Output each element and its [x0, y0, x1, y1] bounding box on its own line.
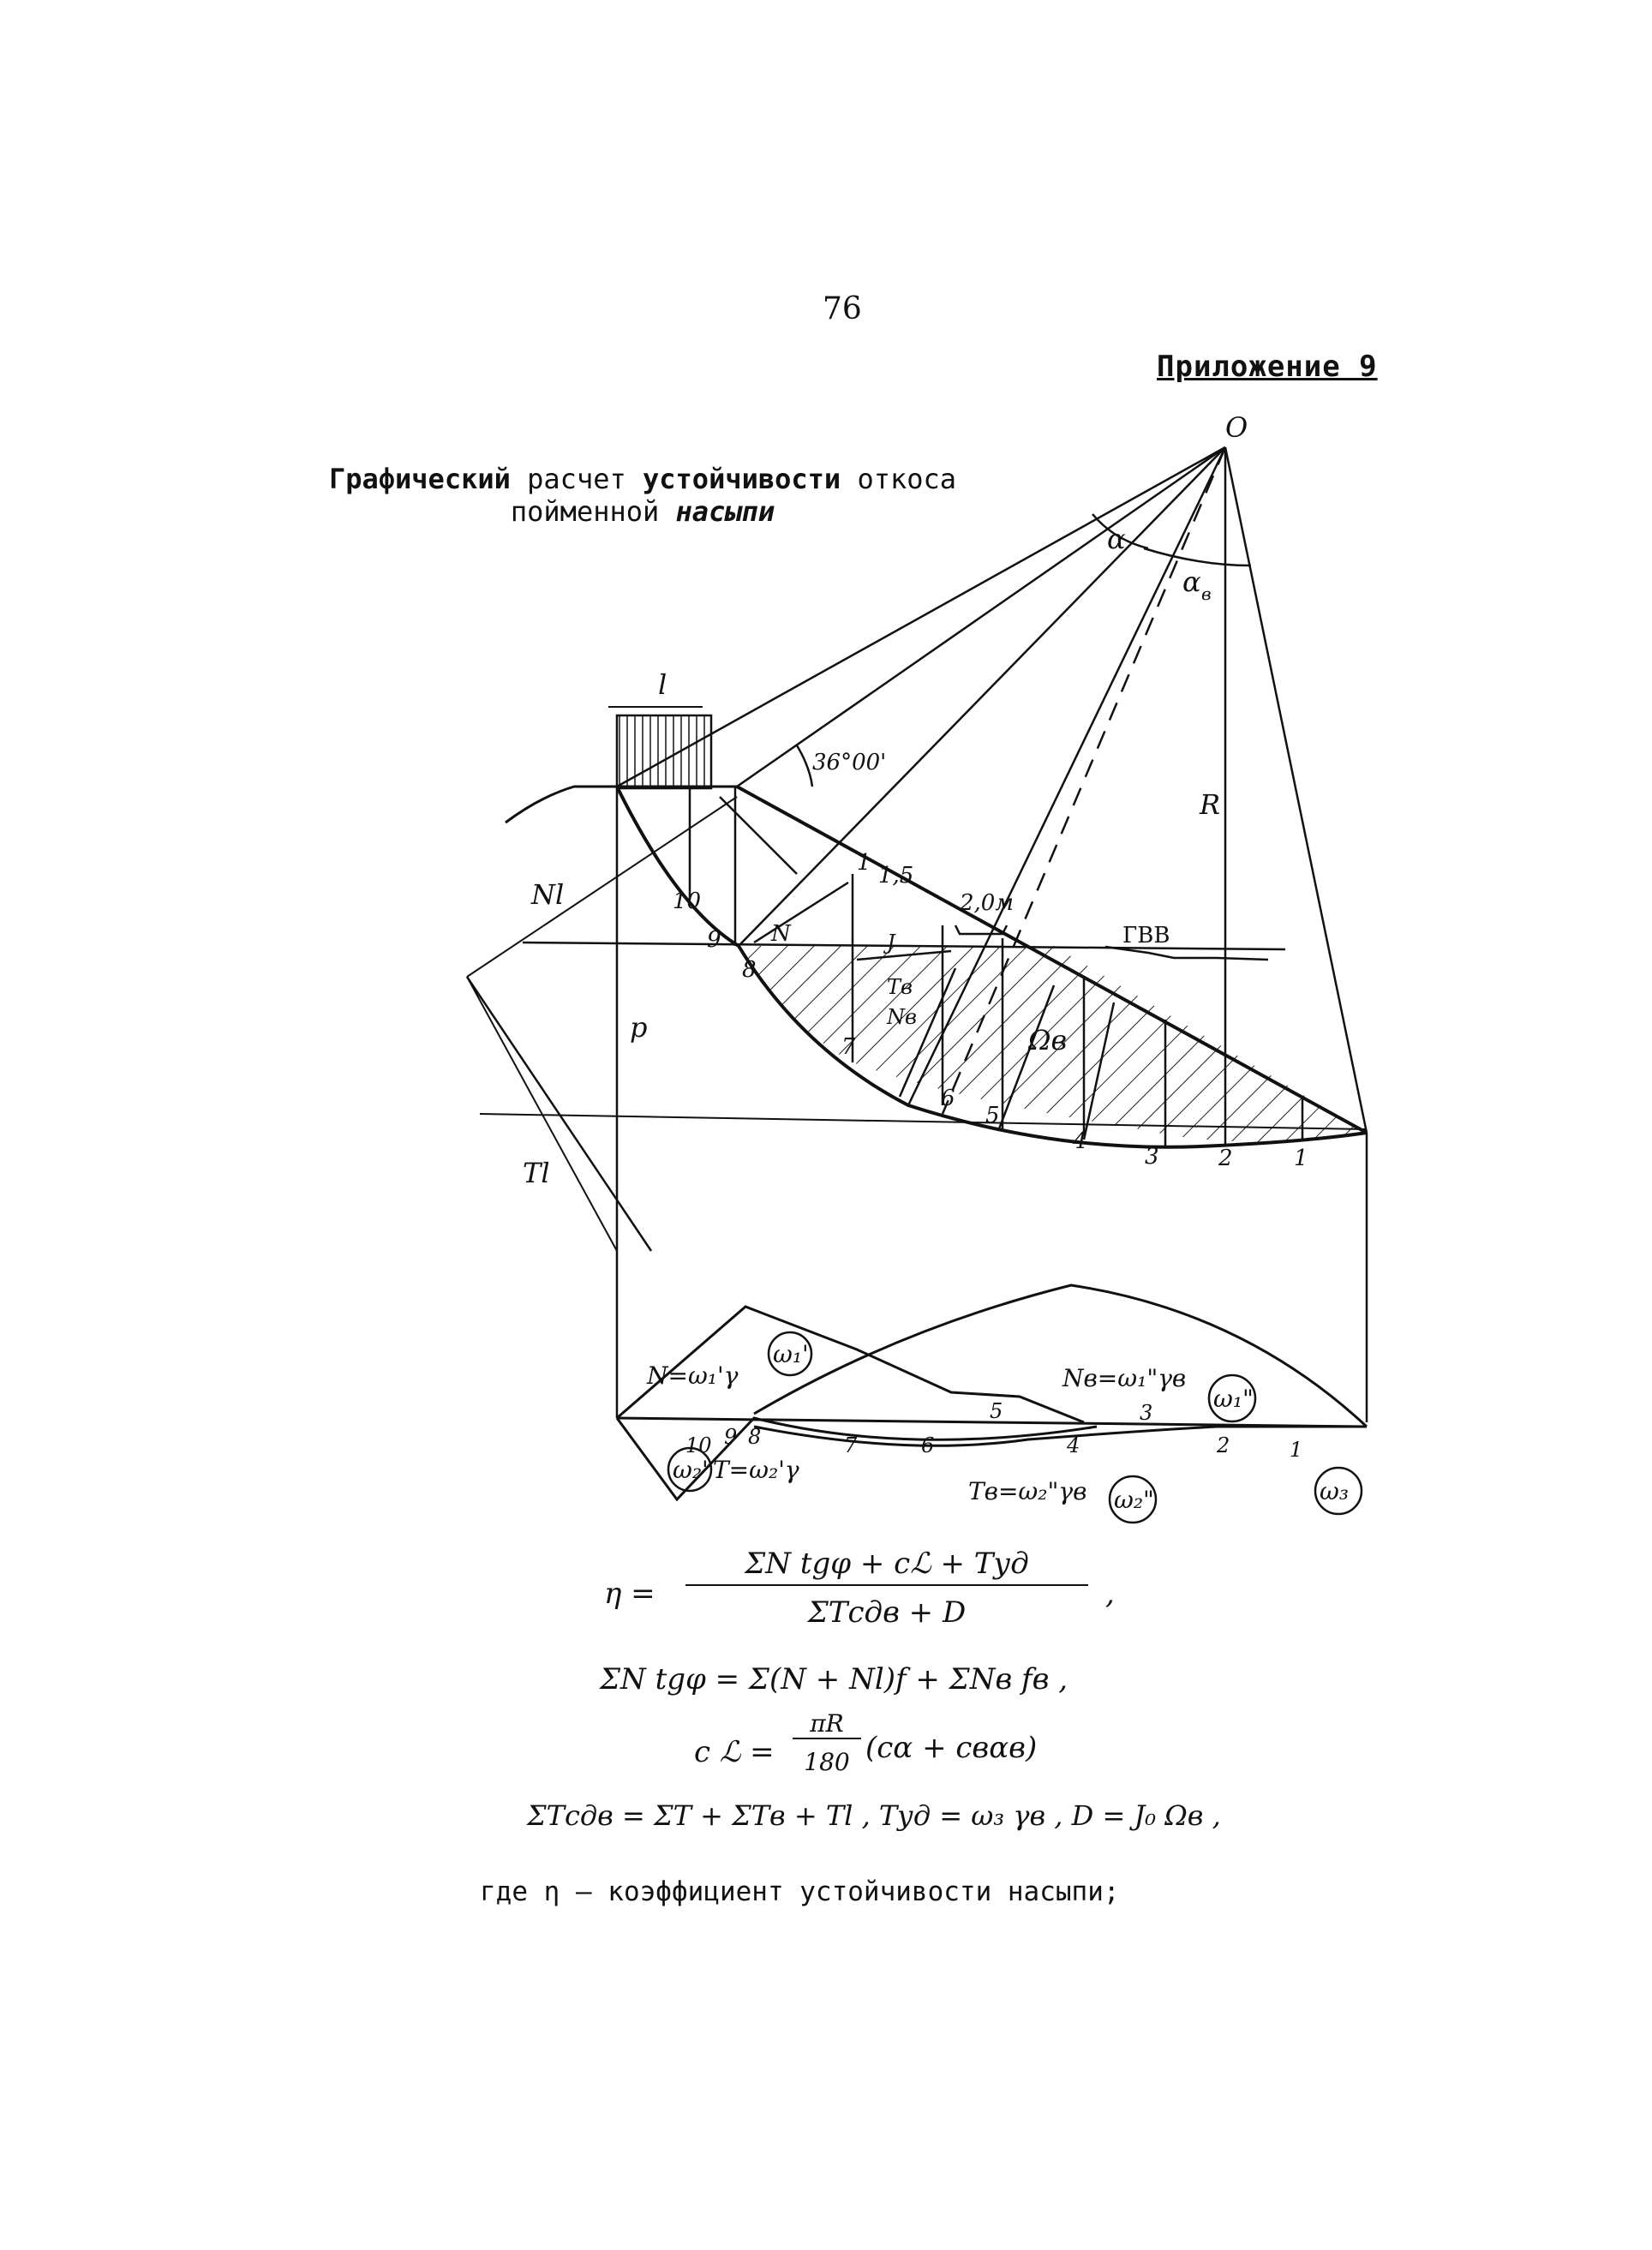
label-Tb-eq: Tв=ω₂"γв: [968, 1477, 1086, 1505]
label-N: N: [770, 921, 792, 947]
formula-1-lhs: η =: [604, 1577, 655, 1611]
label-slope-15: 1,5: [878, 863, 913, 889]
label-alpha: α: [1107, 523, 1126, 555]
submerged-zone: [739, 946, 1367, 1142]
label-omega3: ω₃: [1320, 1477, 1349, 1505]
title-word-3: устойчивости: [643, 463, 841, 495]
formula-4: ΣTсдв = ΣT + ΣTв + Tl , Tуд = ω₃ γв , D …: [527, 1799, 1221, 1832]
lower-number: 8: [748, 1425, 761, 1449]
drag-force-curve: [753, 1425, 1367, 1447]
reference-line: [479, 1113, 1368, 1130]
label-T-eq: T=ω₂'γ: [713, 1456, 799, 1484]
label-Nl: Nl: [530, 878, 564, 911]
strip-number: 3: [1145, 1144, 1159, 1170]
label-Omega-b: Ωв: [1027, 1024, 1067, 1056]
lower-number: 9: [724, 1425, 737, 1449]
lower-number: 3: [1140, 1401, 1152, 1425]
embankment-slope: [736, 785, 1368, 1134]
label-omega1: ω₁': [773, 1340, 809, 1368]
strip-number: 5: [985, 1103, 1000, 1128]
figure-title: Графический расчет устойчивости откоса п…: [313, 463, 973, 528]
title-word-6: насыпи: [675, 495, 775, 528]
strip-number: 9: [707, 927, 721, 953]
label-slope-1: 1: [857, 850, 871, 876]
label-p: p: [630, 1011, 647, 1044]
strip-number: 2: [1218, 1146, 1233, 1171]
lower-number: 1: [1290, 1438, 1302, 1462]
title-word-4: откоса: [841, 463, 957, 495]
formula-3-lhs: c ℒ =: [694, 1735, 775, 1769]
formula-3-rhs: (cα + cвαв): [865, 1731, 1038, 1765]
lower-number: 7: [844, 1433, 858, 1457]
label-Tb: Tв: [887, 975, 913, 999]
lower-number: 4: [1066, 1433, 1080, 1457]
strip-number: 4: [1072, 1128, 1087, 1154]
strip-number: 1: [1294, 1146, 1308, 1171]
label-Nb-eq: Nв=ω₁"γв: [1062, 1364, 1186, 1392]
formula-3-numerator: πR: [793, 1709, 861, 1739]
label-alpha-b-sub: в: [1201, 583, 1212, 604]
label-gvv: ГВВ: [1122, 923, 1170, 948]
formula-1-denominator: ΣTсдв + D: [807, 1595, 967, 1630]
label-angle: 36°00': [812, 750, 886, 775]
ground-left: [505, 785, 737, 824]
label-omega2pp: ω₂": [1114, 1486, 1154, 1514]
shear-force-curve: [615, 1416, 1098, 1502]
label-N-eq: N=ω₁'γ: [646, 1361, 739, 1390]
surcharge-load: [615, 714, 713, 790]
legend-where: где η – коэффициент устойчивости насыпи;: [480, 1876, 1120, 1907]
strip-number: 6: [941, 1086, 955, 1111]
formula-1-numerator: ΣN tgφ + cℒ + Tуд: [685, 1547, 1088, 1586]
label-alpha-b: α: [1182, 565, 1201, 598]
strip-number: 7: [841, 1034, 856, 1060]
strip-number: 10: [673, 889, 701, 914]
label-center-O: O: [1225, 411, 1248, 444]
title-word-5: пойменной: [510, 495, 676, 528]
berm: [954, 925, 1009, 936]
formula-3-denominator: 180: [804, 1748, 850, 1776]
water-level: [522, 941, 1286, 951]
label-l: l: [658, 668, 667, 701]
normal-force-curve: [616, 1305, 1085, 1424]
lower-number: 5: [990, 1399, 1003, 1423]
label-Nb: Nв: [886, 1005, 917, 1029]
label-Tl: Tl: [523, 1157, 550, 1189]
label-radius: R: [1199, 788, 1220, 821]
formula-1-end: ,: [1105, 1577, 1115, 1611]
base-axis: [616, 1416, 1368, 1428]
lower-number: 2: [1216, 1433, 1230, 1457]
title-word-2: расчет: [510, 463, 643, 495]
lower-number: 10: [685, 1433, 712, 1457]
title-word-1: Графический: [328, 463, 511, 495]
label-width: 2,0м: [959, 890, 1014, 916]
label-omega2: ω₂': [673, 1456, 709, 1484]
label-omega1pp: ω₁": [1213, 1385, 1254, 1413]
formula-2: ΣN tgφ = Σ(N + Nl)f + ΣNв fв ,: [600, 1662, 1068, 1696]
appendix-label: Приложение 9: [1157, 350, 1378, 384]
strip-number: 8: [742, 957, 757, 983]
page-number: 76: [823, 291, 862, 326]
lower-number: 6: [921, 1433, 934, 1457]
submerged-normal-curve: [753, 1284, 1368, 1428]
